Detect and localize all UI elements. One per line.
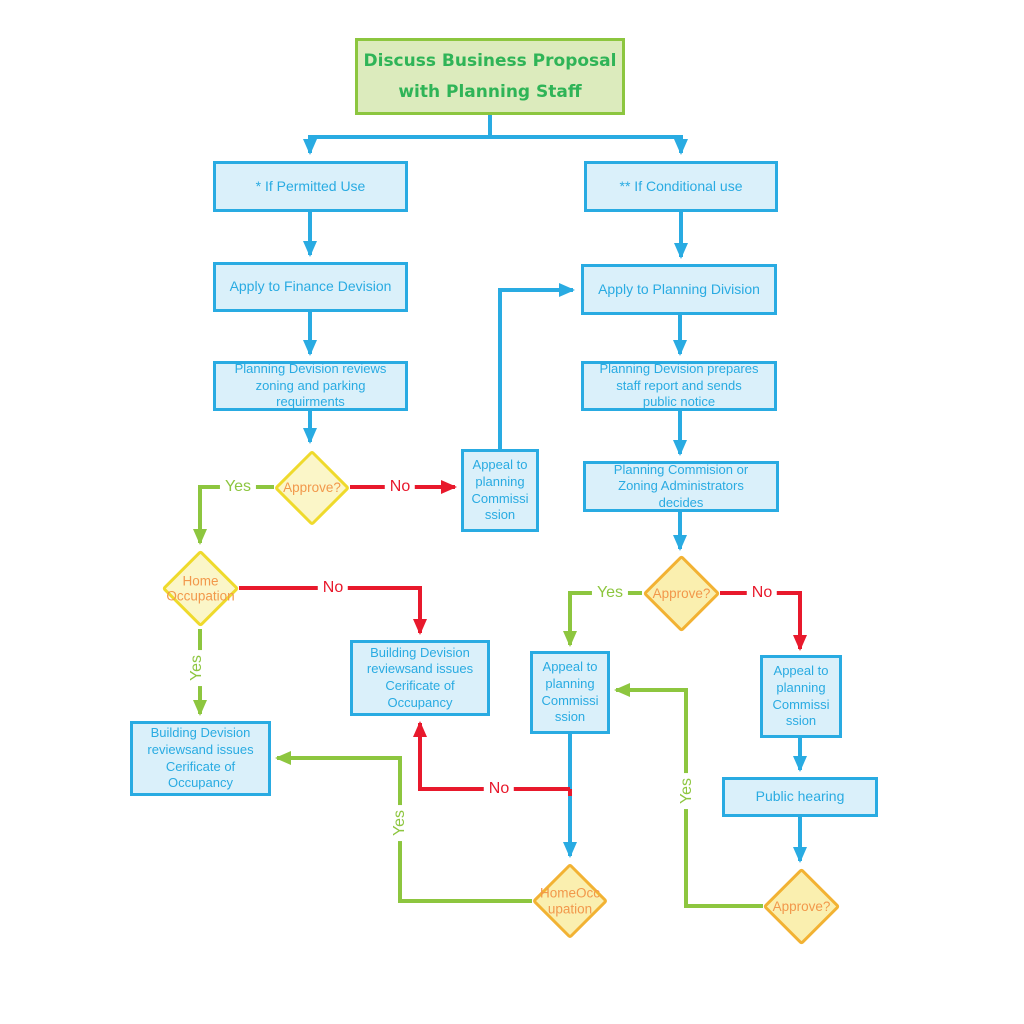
node-home-occupation-diamond: Home Occupation	[161, 549, 240, 628]
edge-label-yes-bottom-left: Yes	[391, 804, 409, 842]
node-building-division-mid: Building Devision reviewsand issues Ceri…	[350, 640, 490, 716]
node-public-hearing: Public hearing	[722, 777, 878, 817]
edge-label-no-home-occupation: No	[317, 579, 349, 597]
node-planning-reviews: Planning Devision reviews zoning and par…	[213, 361, 408, 411]
node-if-conditional-use: ** If Conditional use	[584, 161, 778, 212]
node-appeal-commission-first: Appeal to planning Commissi ssion	[461, 449, 539, 532]
edge-label-yes-bottom-right: Yes	[678, 772, 696, 810]
node-apply-finance-division: Apply to Finance Devision	[213, 262, 408, 312]
edge-label-yes-approve-right: Yes	[591, 584, 629, 602]
edge-label-yes-home-occupation: Yes	[188, 649, 206, 687]
node-title: Discuss Business Proposal with Planning …	[355, 38, 625, 115]
node-planning-prepares: Planning Devision prepares staff report …	[581, 361, 777, 411]
diamond-label: Approve?	[283, 480, 341, 496]
diamond-label: Approve?	[772, 898, 831, 914]
node-appeal-commission-mid: Appeal to planning Commissi ssion	[530, 651, 610, 734]
node-approve-left-diamond: Approve?	[273, 449, 351, 527]
diamond-label: HomeOcc upation	[539, 885, 600, 916]
node-building-division-left: Building Devision reviewsand issues Ceri…	[130, 721, 271, 796]
diamond-label: Approve?	[652, 585, 711, 601]
node-approve-bottom-diamond: Approve?	[762, 867, 841, 946]
node-apply-planning-division: Apply to Planning Division	[581, 264, 777, 315]
node-approve-right-diamond: Approve?	[642, 554, 721, 633]
edge-label-no-approve-left: No	[384, 478, 416, 496]
node-commission-decides: Planning Commision or Zoning Administrat…	[583, 461, 779, 512]
edge-label-no-approve-right: No	[746, 584, 778, 602]
node-if-permitted-use: * If Permitted Use	[213, 161, 408, 212]
edge-label-yes-approve-left: Yes	[219, 478, 257, 496]
node-appeal-commission-right: Appeal to planning Commissi ssion	[760, 655, 842, 738]
edge-label-no-bottom: No	[483, 780, 515, 798]
diamond-label: Home Occupation	[166, 572, 235, 604]
node-home-occupation-bottom-diamond: HomeOcc upation	[531, 862, 609, 940]
